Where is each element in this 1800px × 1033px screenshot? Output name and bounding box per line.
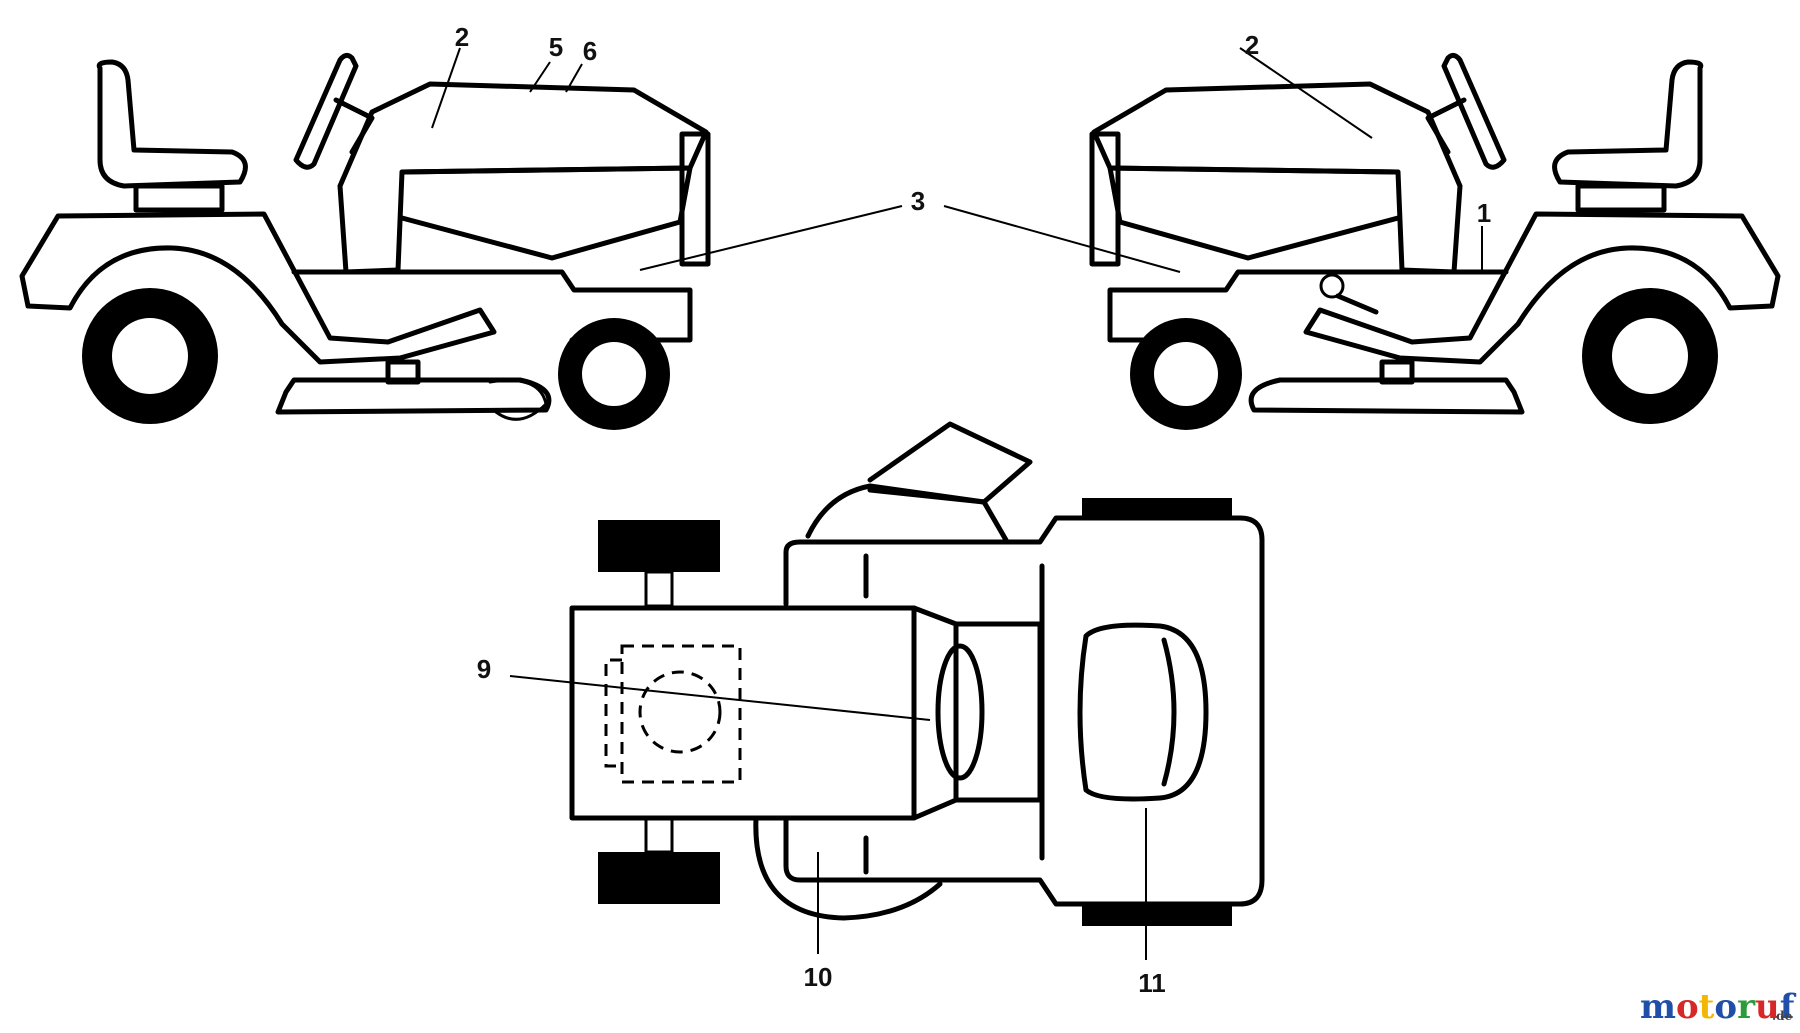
steering-wheel-top xyxy=(935,643,985,781)
mower-deck xyxy=(275,377,552,415)
callout-5: 5 xyxy=(549,32,563,62)
grille xyxy=(679,131,711,267)
watermark-logo: motoruf .de xyxy=(1640,987,1797,1027)
callout-2-left: 2 xyxy=(455,22,469,52)
callout-1: 1 xyxy=(1477,198,1491,228)
watermark-letter: t xyxy=(1699,987,1715,1027)
rear-wheel-bottom xyxy=(1082,906,1232,926)
callout-10: 10 xyxy=(804,962,833,992)
hood-top xyxy=(569,605,917,821)
front-wheel-bottom xyxy=(598,852,720,904)
callout-3: 3 xyxy=(911,186,925,216)
tractor-top-view: 9 10 11 xyxy=(477,421,1265,998)
deck-edge xyxy=(805,483,1009,543)
engine-cap xyxy=(638,670,722,754)
seat-top xyxy=(1077,622,1209,802)
deck-bottom-arc xyxy=(753,815,943,921)
hood-front xyxy=(911,605,959,821)
watermark-suffix: .de xyxy=(1772,1009,1793,1023)
watermark-letter: o xyxy=(1714,987,1737,1027)
watermark-letter: o xyxy=(1676,987,1699,1027)
rear-wheel-top xyxy=(1082,498,1232,518)
callout-2-right: 2 xyxy=(1245,30,1259,60)
seat-back-top xyxy=(1161,637,1177,787)
tractor-side-view-right xyxy=(1089,52,1781,430)
steering-wheel xyxy=(293,52,359,170)
watermark-letter: f xyxy=(1780,987,1797,1027)
callout-6: 6 xyxy=(583,36,597,66)
rear-fender xyxy=(19,211,497,365)
hood xyxy=(337,81,709,275)
callout-11: 11 xyxy=(1138,968,1166,998)
callout-9: 9 xyxy=(477,654,491,684)
svg-text:motoruf: motoruf xyxy=(1640,987,1797,1027)
watermark-letter: u xyxy=(1755,987,1780,1027)
deck-hanger xyxy=(385,359,421,385)
chassis-outline xyxy=(783,515,1265,907)
frame xyxy=(291,269,693,343)
front-wheel-top xyxy=(598,520,720,572)
engine-outline xyxy=(620,644,742,784)
discharge-chute xyxy=(488,378,548,421)
seat-base xyxy=(133,183,225,213)
watermark-letter: m xyxy=(1640,987,1676,1027)
hood-panel xyxy=(399,165,693,261)
watermark-letter: r xyxy=(1737,987,1756,1027)
tractor-side-view-left: 2 5 6 xyxy=(19,22,711,430)
seat xyxy=(96,59,248,189)
